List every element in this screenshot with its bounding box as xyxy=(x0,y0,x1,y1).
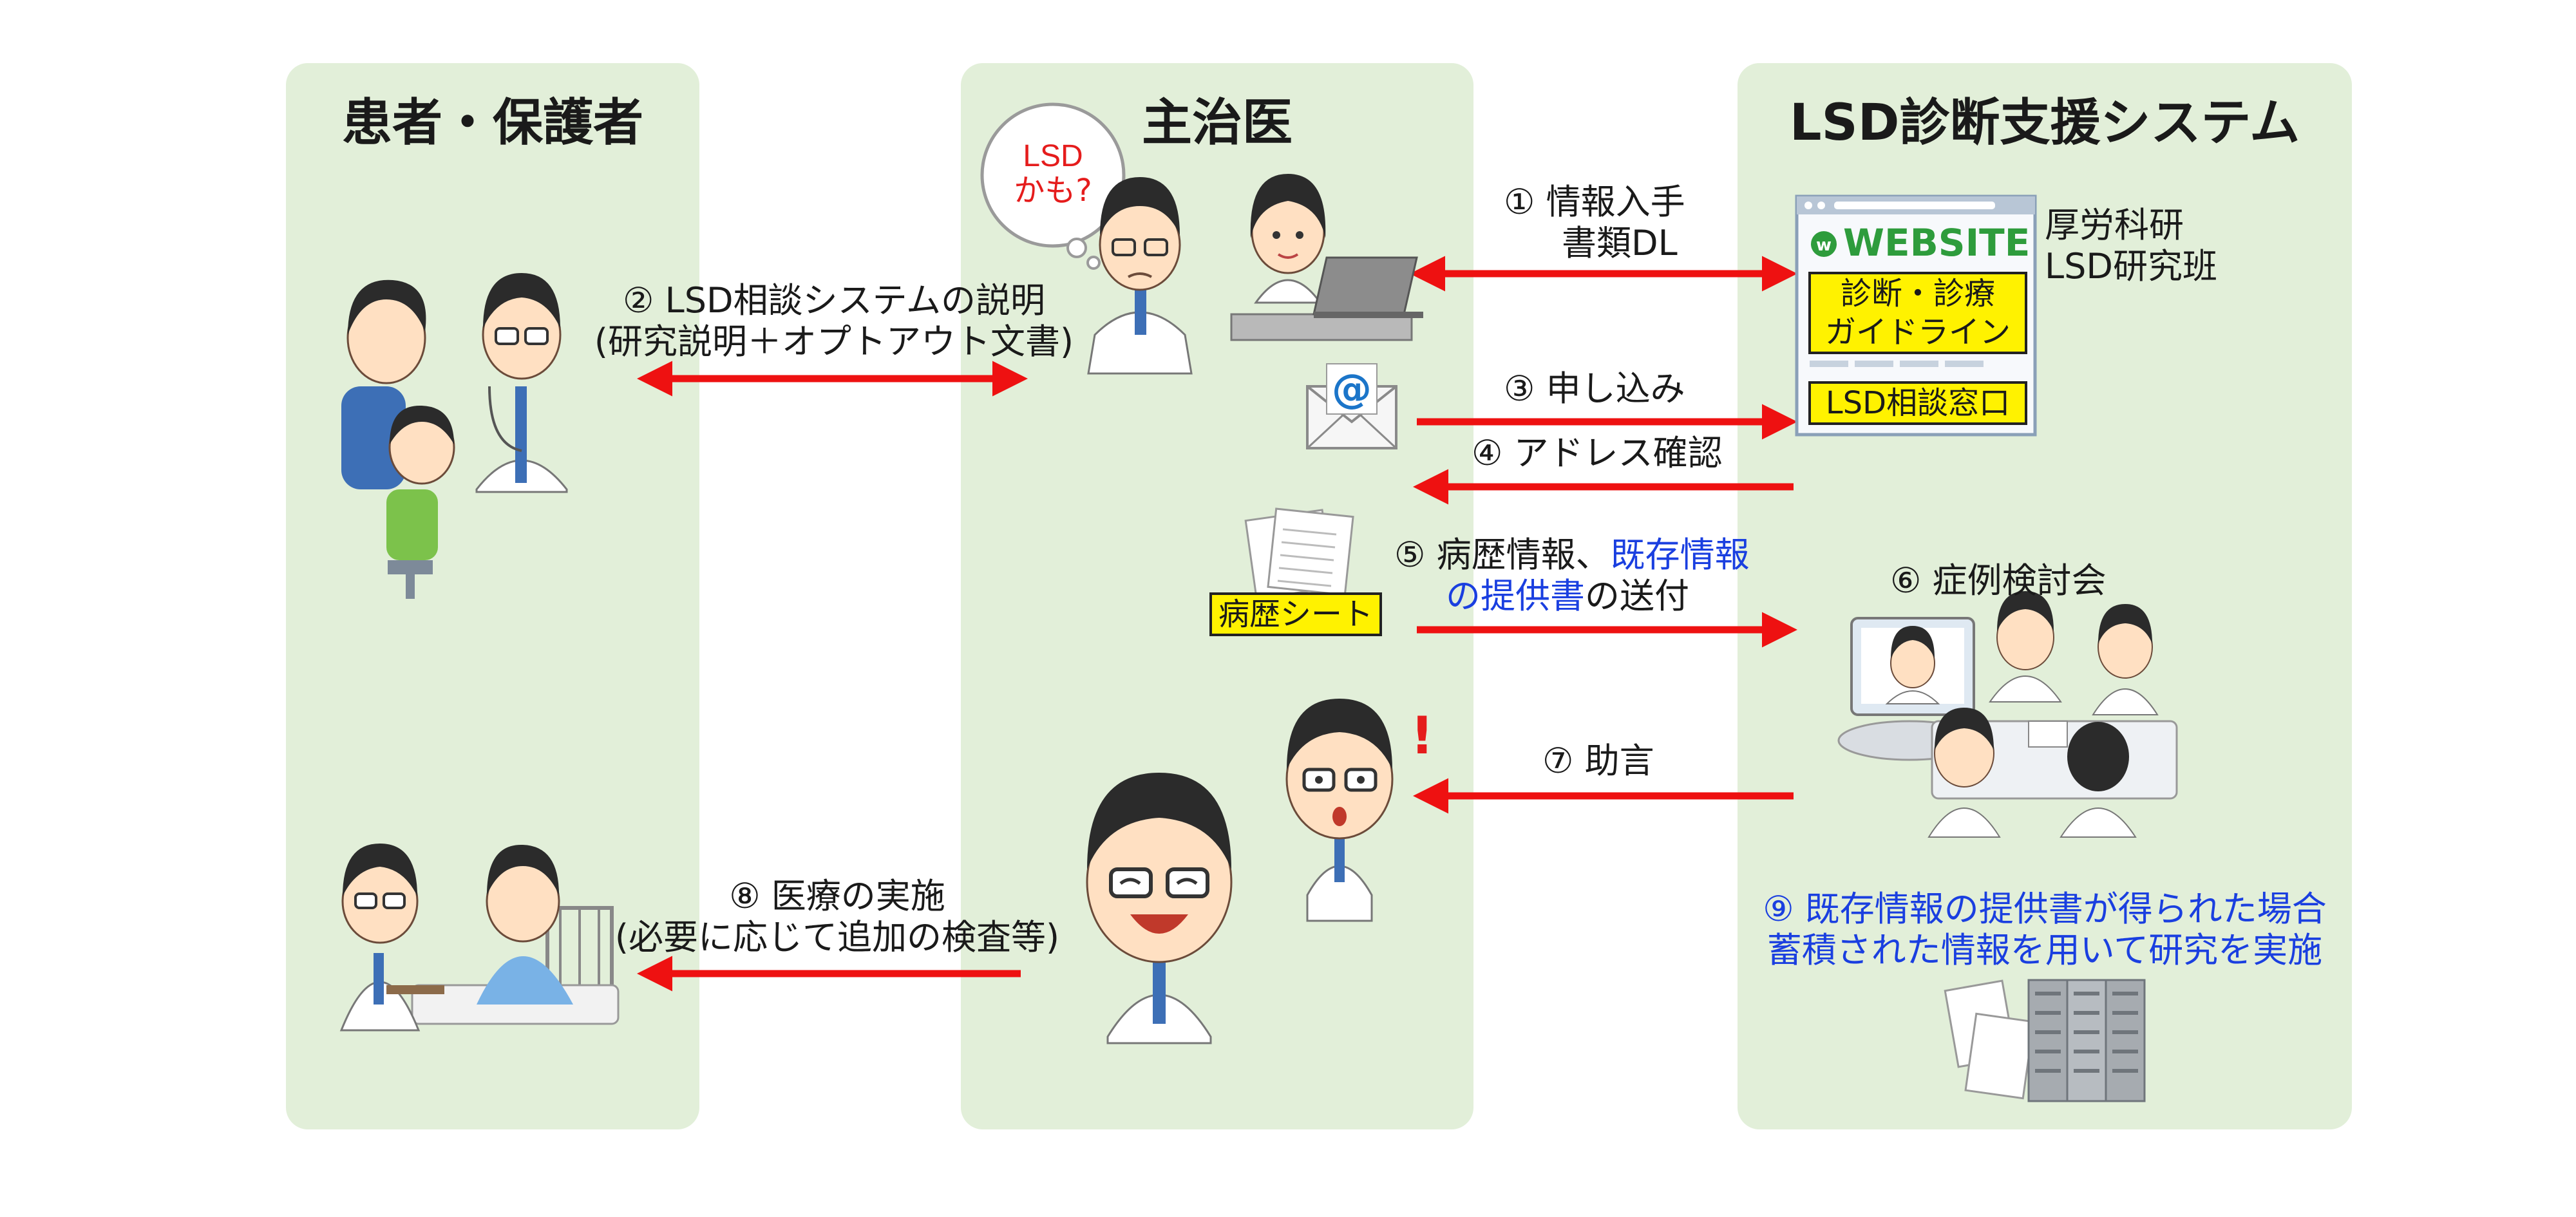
thought-bubble: LSD かも? xyxy=(980,102,1126,270)
step8-line2: (必要に応じて追加の検査等) xyxy=(614,917,1060,958)
step1-line2: 書類DL xyxy=(1562,223,1678,263)
step1-line1: ① 情報入手 xyxy=(1504,182,1685,222)
guideline-line2: ガイドライン xyxy=(1824,314,2011,350)
step2-label: ② LSD相談システムの説明 (研究説明＋オプトアウト文書) xyxy=(560,280,1108,363)
consult-window-tag: LSD相談窓口 xyxy=(1808,381,2027,425)
patient-family-consult-icon xyxy=(341,273,568,599)
patient-column-title: 患者・保護者 xyxy=(341,94,643,152)
website-brand: WEBSITE xyxy=(1843,221,2030,265)
step8-label: ⑧ 医療の実施 (必要に応じて追加の検査等) xyxy=(605,876,1069,958)
thought-line2: かも? xyxy=(1014,173,1092,209)
doctor-with-laptop-icon xyxy=(1230,174,1423,341)
step8-line1: ⑧ 医療の実施 xyxy=(729,876,945,916)
guideline-line1: 診断・診療 xyxy=(1840,276,1995,312)
step5-part4: の送付 xyxy=(1585,576,1689,616)
thought-line1: LSD xyxy=(1023,139,1083,173)
step9-line1: ⑨ 既存情報の提供書が得られた場合 xyxy=(1763,889,2327,929)
step5-part2: 既存情報 xyxy=(1610,534,1750,575)
step4-label: ④ アドレス確認 xyxy=(1472,433,1723,473)
step2-line2: (研究説明＋オプトアウト文書) xyxy=(594,321,1074,362)
email-envelope-icon: @ xyxy=(1306,363,1397,449)
smiling-doctor-icon xyxy=(1086,773,1233,1044)
surprised-doctor-icon: ! xyxy=(1285,699,1434,922)
server-database-icon xyxy=(1944,979,2146,1102)
step6-label: ⑥ 症例検討会 xyxy=(1890,560,2107,601)
patient-column xyxy=(286,63,699,1129)
case-conference-icon xyxy=(1837,591,2178,838)
website-owner: 厚労科研 LSD研究班 xyxy=(2045,205,2217,287)
patient-bed-care-icon xyxy=(339,844,620,1032)
exclaim-mark: ! xyxy=(1410,706,1434,766)
history-sheet-tag: 病歴シート xyxy=(1209,592,1383,636)
guideline-tag: 診断・診療 ガイドライン xyxy=(1808,272,2027,354)
owner-line2: LSD研究班 xyxy=(2045,246,2217,287)
doctor-column-title: 主治医 xyxy=(1141,94,1293,152)
step5-part3: の提供書 xyxy=(1446,576,1585,616)
step9-label: ⑨ 既存情報の提供書が得られた場合 蓄積された情報を用いて研究を実施 xyxy=(1738,889,2352,971)
step9-line2: 蓄積された情報を用いて研究を実施 xyxy=(1766,930,2323,970)
step2-line1: ② LSD相談システムの説明 xyxy=(623,280,1045,321)
at-symbol: @ xyxy=(1332,365,1372,412)
history-sheet-documents-icon xyxy=(1244,507,1354,600)
owner-line1: 厚労科研 xyxy=(2045,205,2184,245)
worried-doctor-icon xyxy=(1087,177,1193,375)
step5-part1: ⑤ 病歴情報、 xyxy=(1394,534,1611,575)
consult-window-label: LSD相談窓口 xyxy=(1825,385,2011,421)
history-sheet-label: 病歴シート xyxy=(1218,596,1374,632)
step7-label: ⑦ 助言 xyxy=(1542,741,1654,781)
step5-label: ⑤ 病歴情報、既存情報 の提供書の送付 xyxy=(1394,534,1750,617)
system-column-title: LSD診断支援システム xyxy=(1789,94,2300,152)
website-logo-icon: w xyxy=(1816,236,1832,255)
step1-label: ① 情報入手 書類DL xyxy=(1504,182,1685,264)
step3-label: ③ 申し込み xyxy=(1504,368,1685,409)
